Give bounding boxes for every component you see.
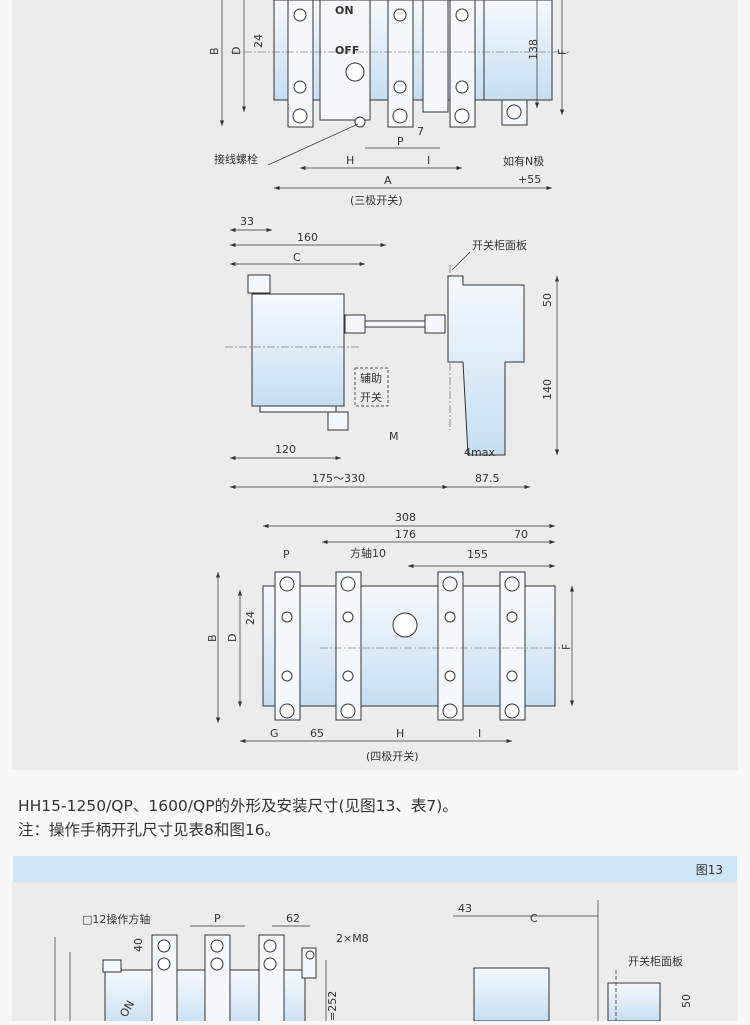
dim-50: 50 [541,293,554,307]
dim-308: 308 [395,511,416,524]
dimension-drawings: B D 24 ON OFF 138 F P 7 H I A 接线螺栓 如有N极 … [206,0,575,763]
dim-P: P [214,912,221,925]
dim-65: 65 [310,727,324,740]
dim-C: C [530,912,538,925]
drawing-panel-top: B D 24 ON OFF 138 F P 7 H I A 接线螺栓 如有N极 … [12,0,738,770]
dim-24: 24 [252,34,265,48]
three-pole-drawing: B D 24 ON OFF 138 F P 7 H I A 接线螺栓 如有N极 … [208,0,570,207]
drawing-panel-bottom: □12操作方轴 P 62 2×M8 40 ON =252 43 C 开关柜面板 … [12,882,738,1025]
dim-176: 176 [395,528,416,541]
description-line-2: 注：操作手柄开孔尺寸见表8和图16。 [18,821,281,839]
dim-I: I [427,154,430,167]
dim-B: B [208,47,221,55]
bolt-label: 接线螺栓 [214,152,258,166]
side-view-drawing: 33 160 C 开关柜面板 50 140 辅助 开关 M 120 4max 1… [225,215,560,490]
shaft-label: □12操作方轴 [82,912,150,926]
dim-140: 140 [541,379,554,400]
dim-B: B [206,634,219,642]
dim-4max: 4max [464,446,495,459]
on-label: ON [335,4,354,17]
four-pole-caption: (四极开关) [366,749,419,763]
figure-header: 图13 [13,856,737,882]
aux-switch-label-1: 辅助 [360,371,382,385]
off-label: OFF [335,44,359,57]
dim-P: P [397,135,404,148]
dim-P: P [283,548,290,561]
n-pole-add: +55 [518,173,541,186]
dim-120: 120 [275,443,296,456]
dim-C: C [293,251,301,264]
dim-138: 138 [527,39,540,60]
dim-D: D [226,634,239,642]
dim-range: 175～330 [312,472,365,485]
dim-43: 43 [458,902,472,915]
shaft-label: 方轴10 [350,546,386,560]
dim-H: H [346,154,354,167]
dim-252: =252 [326,991,339,1021]
dim-50: 50 [680,994,693,1008]
dim-F: F [556,49,569,55]
dim-87-5: 87.5 [475,472,500,485]
dim-G: G [270,727,279,740]
dim-155: 155 [467,548,488,561]
dim-7: 7 [417,125,424,138]
dim-70: 70 [514,528,528,541]
dim-62: 62 [286,912,300,925]
panel-label: 开关柜面板 [628,954,683,968]
three-pole-caption: (三极开关) [350,193,403,207]
description-line-1: HH15-1250/QP、1600/QP的外形及安装尺寸(见图13、表7)。 [18,797,458,815]
dim-33: 33 [240,215,254,228]
panel-label: 开关柜面板 [472,238,527,252]
dim-A: A [384,174,392,187]
dim-I: I [478,727,481,740]
aux-switch-label-2: 开关 [360,390,382,404]
figure-title: 图13 [695,863,723,877]
n-pole-label: 如有N极 [503,154,544,168]
dim-40: 40 [132,938,145,952]
terminal-holes [279,576,520,719]
dim-24: 24 [244,611,257,625]
figure13-drawing: □12操作方轴 P 62 2×M8 40 ON =252 43 C 开关柜面板 … [54,900,693,1025]
m8-label: 2×M8 [336,932,369,945]
dim-D: D [230,47,243,55]
dim-H: H [396,727,404,740]
dim-160: 160 [297,231,318,244]
dim-M: M [389,430,399,443]
four-pole-drawing: 308 176 70 P 方轴10 155 B D 24 F G 65 H I … [206,511,575,763]
dim-F: F [560,644,573,650]
